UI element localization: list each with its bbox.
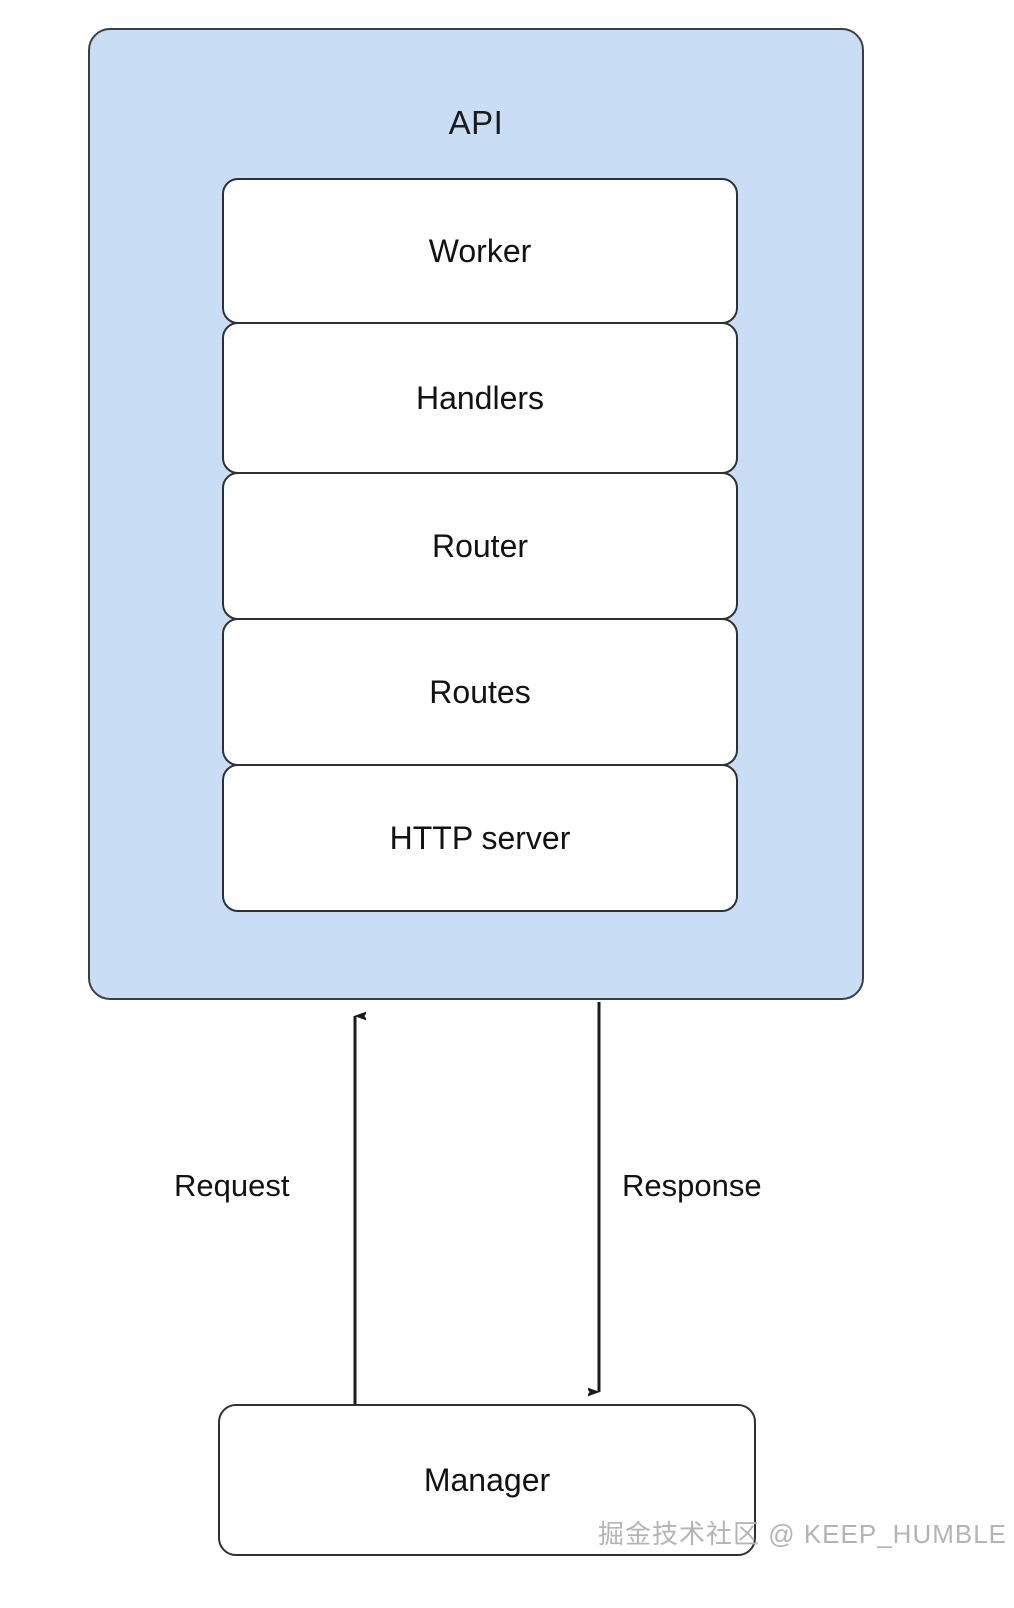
layer-label: Routes	[429, 673, 531, 710]
manager-box[interactable]: Manager	[218, 1404, 756, 1556]
api-title: API	[448, 104, 504, 141]
layer-box-http-server[interactable]: HTTP server	[222, 764, 738, 912]
layer-label: Worker	[428, 232, 532, 269]
layer-label: Handlers	[415, 379, 545, 416]
edge-label-response: Response	[622, 1168, 762, 1203]
layer-box-router[interactable]: Router	[222, 472, 738, 620]
watermark: 掘金技术社区 @ KEEP_HUMBLE	[598, 1519, 1008, 1549]
layer-box-handlers[interactable]: Handlers	[222, 322, 738, 474]
layer-label: HTTP server	[389, 819, 571, 856]
manager-label: Manager	[423, 1461, 551, 1498]
layer-box-routes[interactable]: Routes	[222, 618, 738, 766]
layer-box-worker[interactable]: Worker	[222, 178, 738, 324]
api-container: API Worker Handlers Router Routes HTTP s…	[88, 28, 864, 1000]
edge-label-request: Request	[174, 1168, 290, 1203]
api-layer-stack: Worker Handlers Router Routes HTTP serve…	[222, 178, 738, 912]
layer-label: Router	[431, 527, 529, 564]
